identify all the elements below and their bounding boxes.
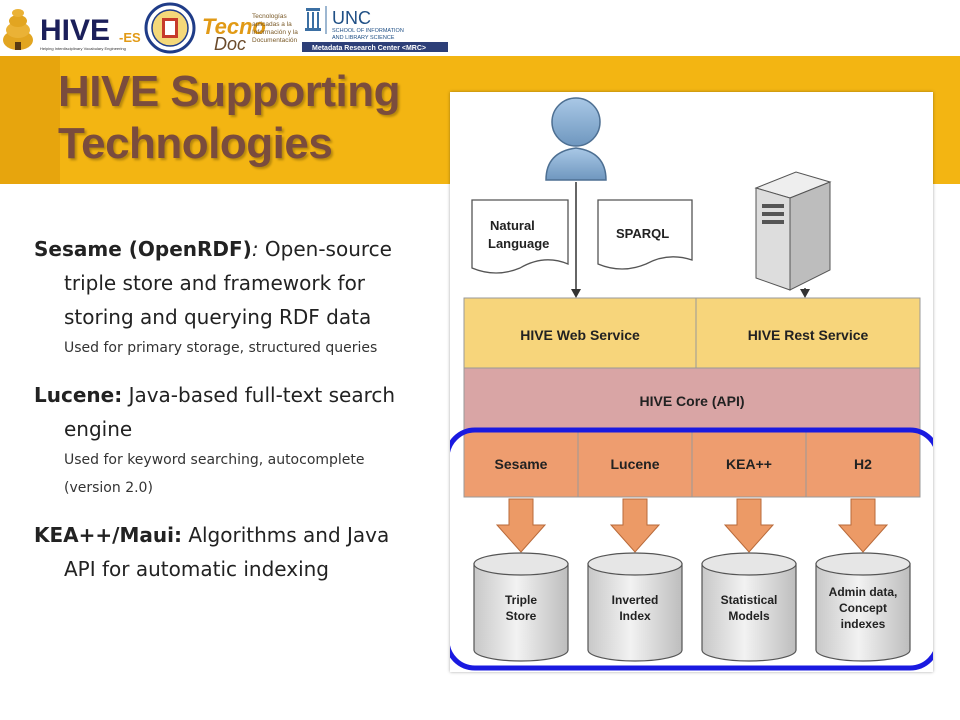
bullet-main: KEA++/Maui: Algorithms and Java API for … [34,518,402,586]
mrc-banner [302,42,448,52]
doc-label: Language [488,236,549,251]
doc-label: SPARQL [616,226,669,241]
bullet-item-sesame: Sesame (OpenRDF): Open-source triple sto… [34,232,402,362]
highlight-outline [450,427,933,671]
admin-data-cylinder: Admin data, Concept indexes [815,552,911,662]
tecnodoc-logo: Tecno Doc Tecnologías aplicadas a la Inf… [202,13,298,54]
bullet-description: Open-source triple store and framework f… [64,237,392,329]
store-label: Statistical [721,593,778,607]
unc-logo: UNC SCHOOL OF INFORMATION AND LIBRARY SC… [302,6,448,52]
component-lucene-box [577,430,693,498]
university-seal-icon [144,2,196,54]
title-line-2: Technologies [58,119,333,168]
bullet-subtext: Used for keyword searching, autocomplete… [64,452,365,496]
hive-core-box [463,367,921,432]
mrc-label: Metadata Research Center <MRC> [312,45,426,52]
component-h2-box [805,430,921,498]
bullet-term: KEA++/Maui: [34,523,182,547]
unc-school-2: AND LIBRARY SCIENCE [332,35,395,41]
architecture-diagram: Natural Language SPARQL HIVE Web Service… [450,92,933,672]
tecnodoc-caption-4: Documentación [252,37,298,44]
old-well-icon [305,8,321,31]
tecnodoc-caption-1: Tecnologías [252,13,287,20]
bullet-main: Sesame (OpenRDF): Open-source triple sto… [34,232,402,334]
store-label: Admin data, [829,585,898,599]
honeycomb-decoration [0,56,60,184]
unc-name: UNC [332,8,371,28]
component-label: H2 [854,456,872,472]
arrow-down-icon [495,498,547,553]
store-label: Index [619,609,651,623]
user-icon [545,97,607,181]
hive-tagline: Helping Interdisciplinary Vocabulary Eng… [40,46,126,51]
bullet-description: Java-based full-text search engine [64,383,396,441]
bullet-list: Sesame (OpenRDF): Open-source triple sto… [34,232,402,602]
statistical-models-cylinder: Statistical Models [701,552,797,662]
diagram-canvas: Natural Language SPARQL HIVE Web Service… [450,97,933,671]
bullet-subtext: Used for primary storage, structured que… [64,340,378,356]
hive-es-logo: HIVE -ES Helping Interdisciplinary Vocab… [3,9,141,51]
arrow-down-icon [723,498,775,553]
store-label: Models [728,609,770,623]
store-label: Concept [839,601,887,615]
arrow-down-icon [837,498,889,553]
tecnodoc-caption-3: Información y la [252,29,298,36]
logos: HIVE -ES Helping Interdisciplinary Vocab… [3,2,448,54]
doc-label: Natural [490,218,535,233]
arrowhead-icon [571,289,581,298]
component-sesame-box [463,430,579,498]
bullet-term: Sesame (OpenRDF) [34,237,252,261]
natural-language-doc: Natural Language [471,199,569,274]
component-label: Sesame [495,456,548,472]
hive-web-service-box [463,297,697,369]
component-kea-box [691,430,807,498]
triple-store-cylinder: Triple Store [473,552,569,662]
bullet-term: Lucene: [34,383,123,407]
beehive-icon [3,9,33,50]
tecnodoc-word2: Doc [214,34,246,54]
service-label: HIVE Rest Service [748,327,869,343]
logo-bar: HIVE -ES Helping Interdisciplinary Vocab… [0,0,960,56]
store-label: Inverted [612,593,659,607]
title-line-1: HIVE Supporting [58,67,401,116]
arrow-down-icon [609,498,661,553]
component-label: KEA++ [726,456,772,472]
store-label: indexes [841,617,886,631]
bullet-description: Algorithms and Java API for automatic in… [64,523,390,581]
store-label: Triple [505,593,537,607]
tecnodoc-word: Tecno [202,14,266,39]
core-label: HIVE Core (API) [639,393,744,409]
bullet-main: Lucene: Java-based full-text search engi… [34,378,402,446]
slide-title: HIVE Supporting Technologies [58,66,438,170]
hive-logo-text: HIVE [40,14,110,47]
hive-suffix-text: -ES [119,30,141,45]
sparql-doc: SPARQL [597,199,693,270]
store-label: Store [506,609,537,623]
inverted-index-cylinder: Inverted Index [587,552,683,662]
component-label: Lucene [610,456,659,472]
unc-school-1: SCHOOL OF INFORMATION [332,28,404,34]
bullet-separator: : [251,237,265,261]
tecnodoc-caption-2: aplicadas a la [252,21,292,28]
server-icon [754,171,832,291]
service-label: HIVE Web Service [520,327,640,343]
hive-rest-service-box [695,297,921,369]
bullet-item-kea: KEA++/Maui: Algorithms and Java API for … [34,518,402,586]
bullet-item-lucene: Lucene: Java-based full-text search engi… [34,378,402,502]
arrowhead-icon [800,289,810,298]
